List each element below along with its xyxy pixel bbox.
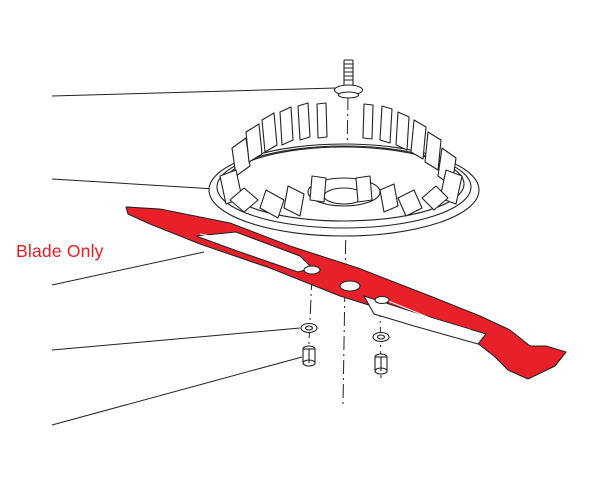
nut-icon <box>302 345 316 367</box>
fan-icon <box>208 102 480 237</box>
bolt-icon <box>333 59 364 99</box>
nut-icon-right <box>374 353 388 375</box>
leader-lines <box>51 87 337 426</box>
leader-line-bolt <box>51 87 337 97</box>
center-axis-line <box>342 95 349 406</box>
assembly-axis-lines <box>307 95 382 406</box>
leader-line-washer <box>51 327 301 351</box>
blade-only-caption: Blade Only <box>16 241 104 261</box>
leader-line-fan <box>51 178 233 191</box>
leader-line-blade <box>51 251 205 286</box>
washer-icon <box>300 322 318 334</box>
blade-icon <box>125 206 567 380</box>
leader-line-nut <box>51 356 303 426</box>
washer-icon-right <box>372 331 390 343</box>
